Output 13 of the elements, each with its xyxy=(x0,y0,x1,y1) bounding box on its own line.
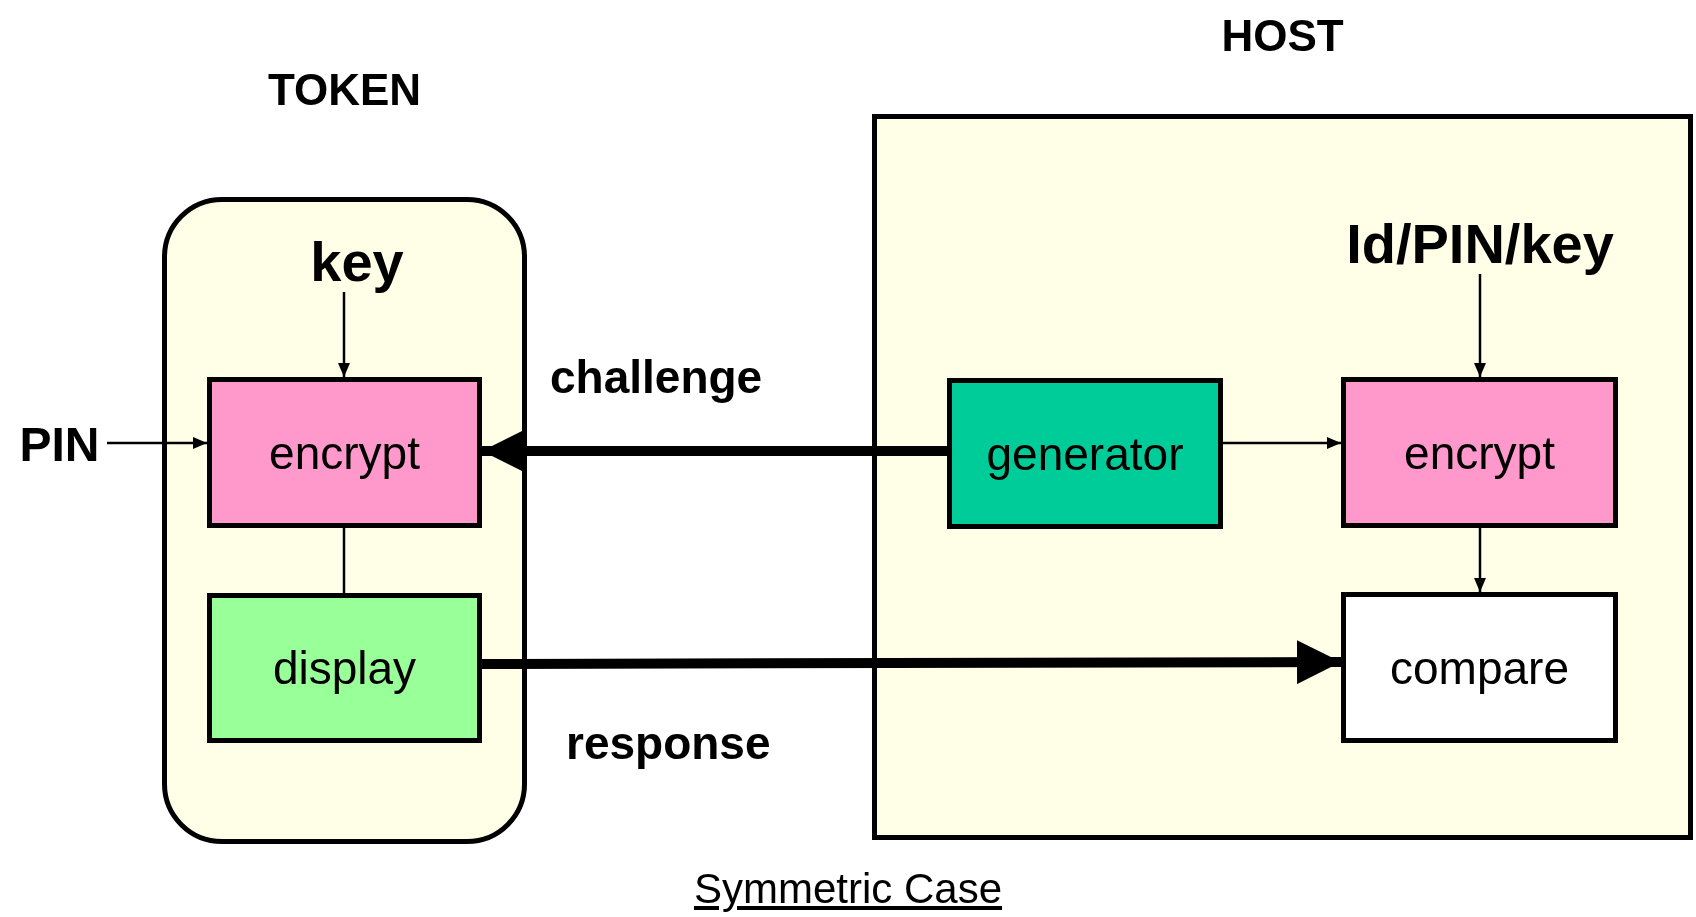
caption: Symmetric Case xyxy=(692,865,1004,913)
edge-label: response xyxy=(566,716,771,770)
input-label: Id/PIN/key xyxy=(1320,212,1640,274)
edge-label: challenge xyxy=(550,350,763,404)
process-box: encrypt xyxy=(207,377,482,528)
process-box: encrypt xyxy=(1341,377,1618,528)
process-box: display xyxy=(207,593,482,743)
input-label: PIN xyxy=(12,416,107,472)
input-label: key xyxy=(300,230,414,292)
group-title: TOKEN xyxy=(266,64,423,116)
group-title: HOST xyxy=(1220,10,1345,62)
process-box: compare xyxy=(1341,592,1618,743)
process-box: generator xyxy=(947,378,1223,529)
